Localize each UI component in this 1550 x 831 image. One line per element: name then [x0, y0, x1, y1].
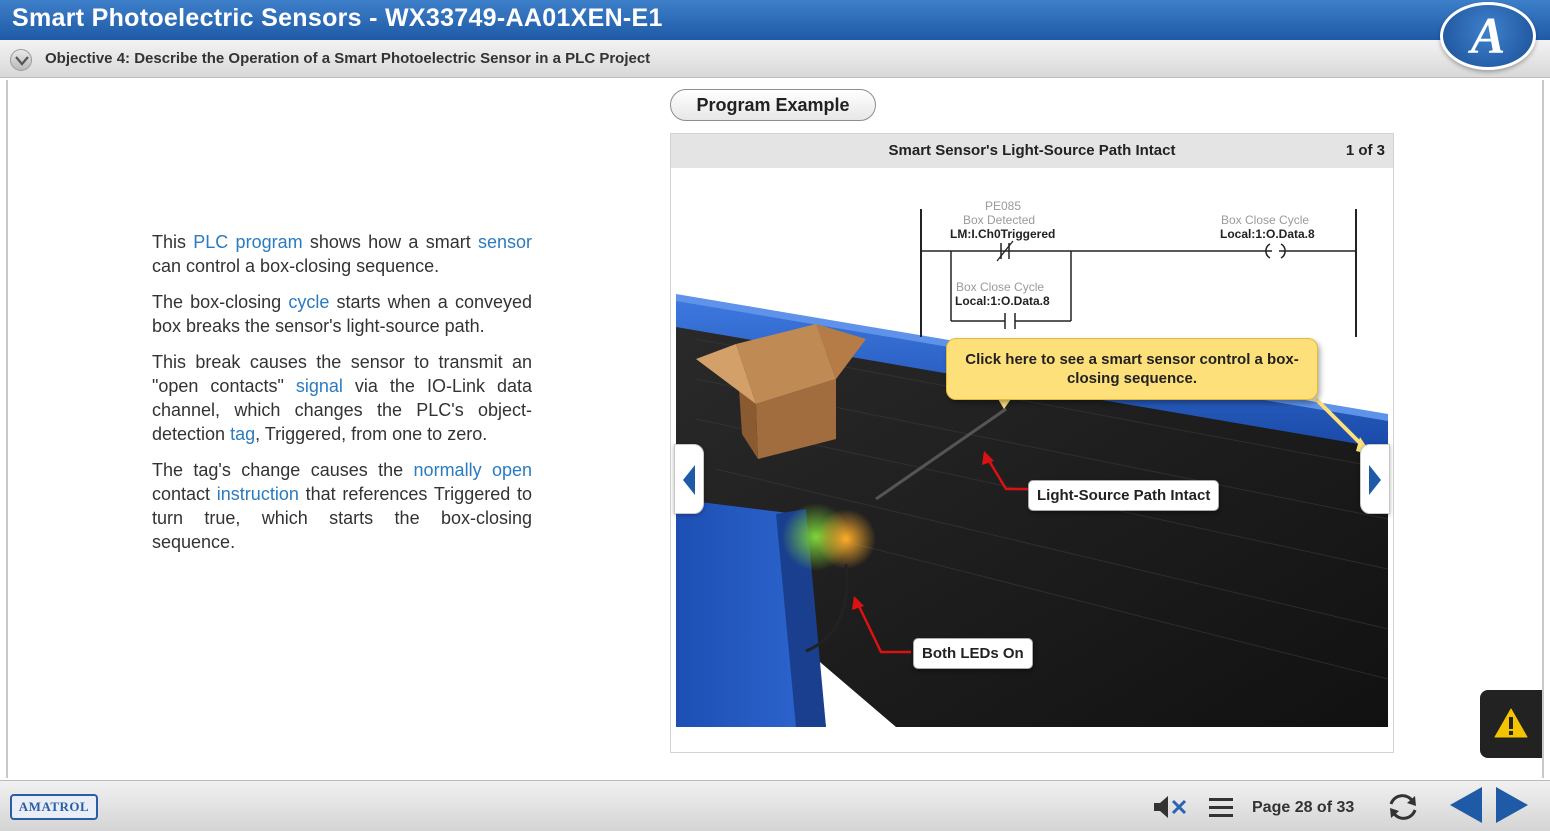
text: via the IO-Link data channel, which chan… — [152, 376, 533, 444]
paragraph-2: The box-closing cycle starts when a conv… — [152, 290, 532, 338]
chevron-right-icon — [1369, 465, 1381, 495]
text: that references Triggered to turn true, … — [152, 484, 532, 552]
amatrol-a-logo[interactable]: A — [1440, 2, 1536, 70]
menu-button[interactable] — [1207, 796, 1235, 823]
panel-title: Smart Sensor's Light-Source Path Intact — [888, 142, 1176, 159]
safety-warning-button[interactable] — [1480, 690, 1542, 758]
chevron-left-icon — [683, 465, 695, 495]
glossary-link-normally-open[interactable]: normally open — [413, 460, 532, 480]
callout-click-here[interactable]: Click here to see a smart sensor control… — [946, 338, 1318, 400]
text: The tag's change causes the — [152, 460, 414, 480]
conveyor-scene[interactable]: PE085 Box Detected LM:I.Ch0Triggered Box… — [676, 169, 1388, 727]
glossary-link-cycle[interactable]: cycle — [288, 292, 330, 312]
scene-prev-button[interactable] — [674, 444, 704, 514]
text: starts when a conveyed box breaks the se… — [152, 292, 532, 336]
ladder-logic-rung — [920, 209, 1357, 337]
scene-next-button[interactable] — [1360, 444, 1390, 514]
content-frame — [6, 80, 1544, 778]
example-panel: Smart Sensor's Light-Source Path Intact … — [670, 133, 1394, 753]
glossary-link-sensor[interactable]: sensor — [477, 232, 532, 252]
paragraph-1: This PLC program shows how a smart senso… — [152, 230, 532, 278]
glossary-link-signal[interactable]: signal — [295, 376, 343, 396]
label-both-leds-on: Both LEDs On — [913, 638, 1033, 669]
glossary-link-plc-program[interactable]: PLC program — [193, 232, 303, 252]
title-bar: Smart Photoelectric Sensors - WX33749-AA… — [0, 0, 1550, 40]
text: can control a box-closing sequence. — [152, 256, 440, 276]
contact2-desc: Box Close Cycle — [956, 280, 1045, 294]
mute-button[interactable] — [1152, 794, 1188, 825]
label-light-source-path-intact: Light-Source Path Intact — [1028, 480, 1220, 511]
objective-bar: Objective 4: Describe the Operation of a… — [0, 40, 1550, 78]
program-example-button[interactable]: Program Example — [670, 89, 876, 121]
chevron-down-icon — [15, 56, 29, 66]
text: The box-closing — [152, 292, 289, 312]
panel-header: Smart Sensor's Light-Source Path Intact … — [671, 134, 1393, 168]
coil-desc: Box Close Cycle — [1221, 213, 1310, 227]
objective-title: Objective 4: Describe the Operation of a… — [45, 50, 651, 67]
refresh-icon — [1389, 794, 1417, 820]
contact1-name: PE085 — [985, 199, 1022, 213]
paragraph-3: This break causes the sensor to transmit… — [152, 350, 532, 446]
menu-icon — [1209, 798, 1233, 817]
next-page-button[interactable] — [1492, 785, 1532, 830]
logo-letter: A — [1470, 8, 1506, 65]
text: shows how a smart — [302, 232, 478, 252]
glossary-link-tag[interactable]: tag — [230, 424, 256, 444]
previous-page-button[interactable] — [1446, 785, 1486, 830]
contact1-desc: Box Detected — [963, 213, 1036, 227]
objective-toggle-button[interactable] — [10, 49, 32, 71]
course-title: Smart Photoelectric Sensors - WX33749-AA… — [12, 4, 663, 32]
contact2-tag: Local:1:O.Data.8 — [955, 294, 1050, 308]
lesson-text: This PLC program shows how a smart senso… — [152, 230, 532, 566]
arrow-right-icon — [1496, 787, 1528, 823]
page-indicator: Page 28 of 33 — [1252, 799, 1355, 816]
amatrol-logo: AMATROL — [10, 794, 98, 820]
arrow-left-icon — [1450, 787, 1482, 823]
text: , Triggered, from one to zero. — [255, 424, 488, 444]
warning-icon — [1494, 708, 1528, 738]
conveyor-illustration — [676, 294, 1388, 727]
glossary-link-instruction[interactable]: instruction — [216, 484, 299, 504]
footer-bar: AMATROL Page 28 of 33 — [0, 780, 1550, 831]
contact1-tag: LM:I.Ch0Triggered — [950, 227, 1056, 241]
coil-tag: Local:1:O.Data.8 — [1220, 227, 1315, 241]
text: contact — [152, 484, 217, 504]
speaker-muted-icon — [1154, 796, 1187, 818]
replay-button[interactable] — [1385, 792, 1421, 827]
text: This — [152, 232, 194, 252]
slide-counter: 1 of 3 — [1345, 142, 1385, 159]
paragraph-4: The tag's change causes the normally ope… — [152, 458, 532, 554]
text: This break causes the sensor to transmit… — [152, 352, 532, 396]
